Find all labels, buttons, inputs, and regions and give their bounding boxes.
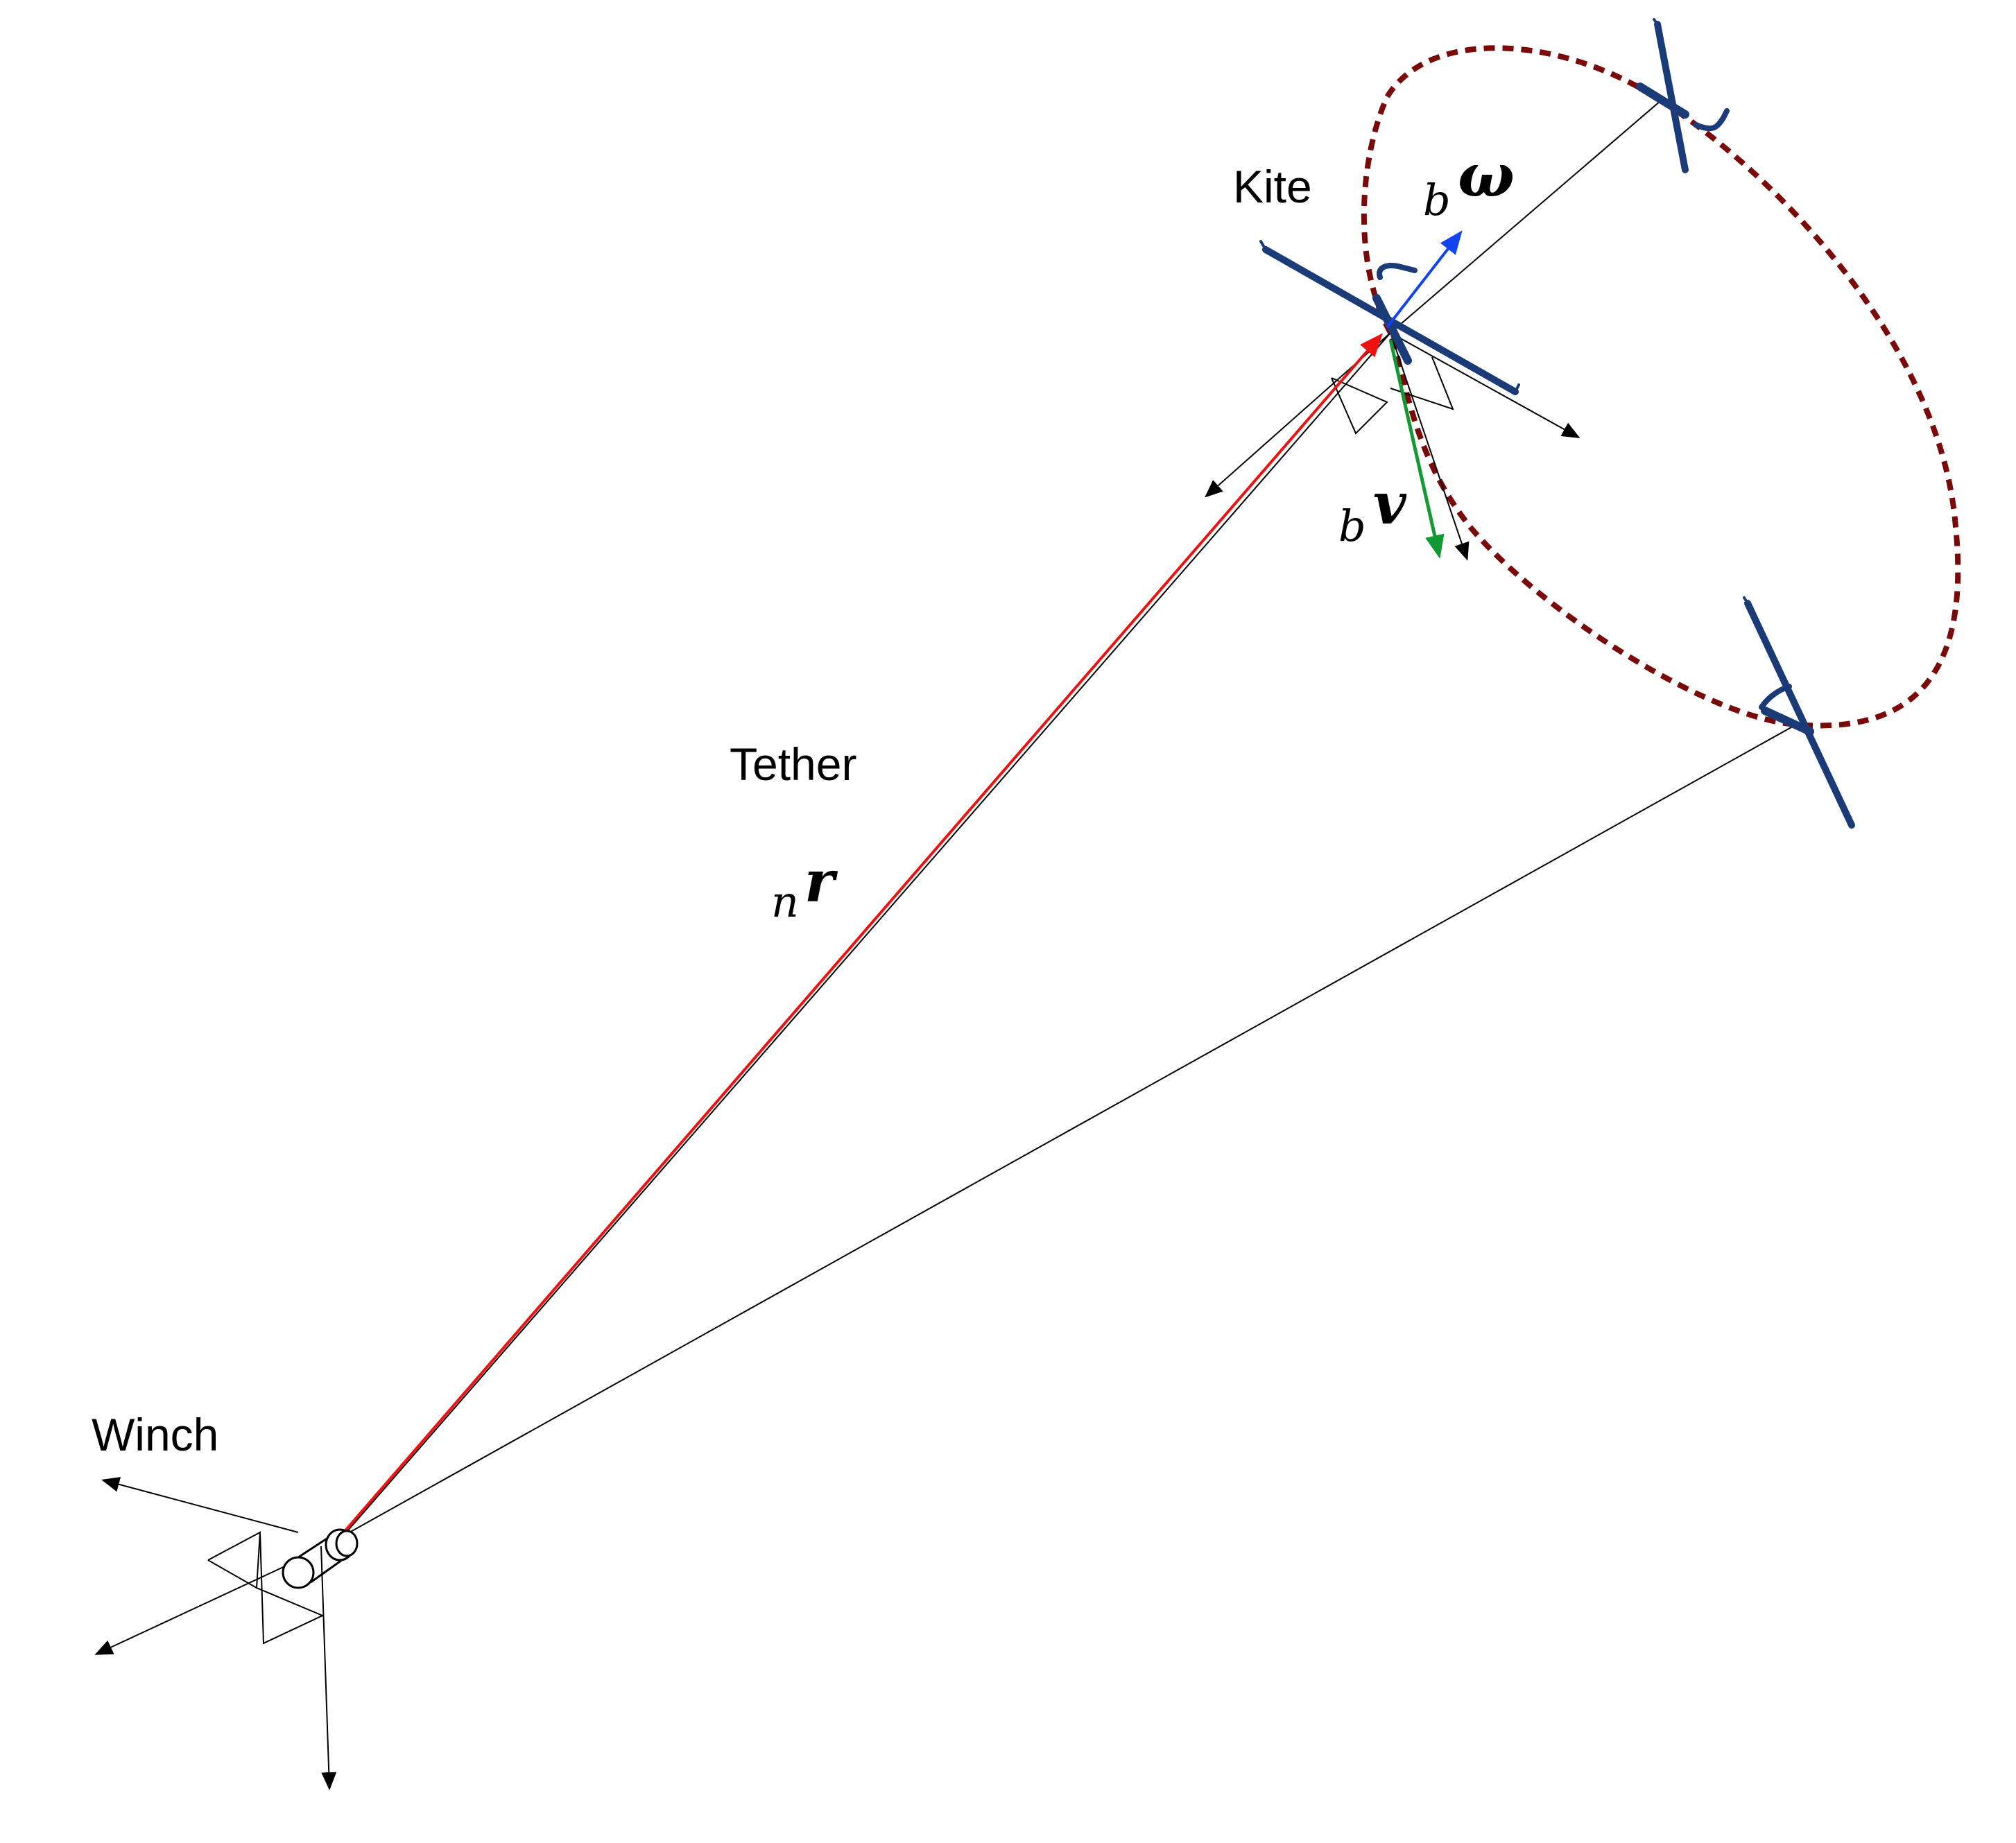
kite-frame-axis-1 <box>1390 332 1580 438</box>
velocity-vector-arrow <box>1388 339 1445 559</box>
svg-text:b: b <box>1423 175 1451 225</box>
svg-text:b: b <box>1338 501 1366 551</box>
kite-frame-axis-3 <box>1390 332 1470 561</box>
svg-text:v: v <box>1373 471 1407 537</box>
tether-line-to-kite-right <box>343 724 1797 1537</box>
kite-label: Kite <box>1233 161 1312 212</box>
kite-glider-top <box>1636 18 1730 173</box>
kite-frame-triangle-left <box>1331 377 1388 435</box>
winch-frame-triangle-back <box>207 1531 261 1589</box>
winch-label: Winch <box>92 1409 218 1460</box>
winch-frame-axis-1 <box>101 1477 299 1533</box>
kite-glider-bottom <box>1743 596 1855 829</box>
position-vector-label: n r <box>771 849 838 927</box>
angular-velocity-vector-arrow <box>1386 230 1463 329</box>
position-vector-arrow <box>331 333 1383 1546</box>
velocity-vector-label: b v <box>1338 471 1407 551</box>
winch-frame-triangle-front <box>256 1532 325 1645</box>
winch-frame-axis-3 <box>320 1546 337 1790</box>
winch-drum-inner <box>335 1530 359 1557</box>
kite-glider-main <box>1259 240 1520 395</box>
svg-text:ω: ω <box>1458 141 1515 211</box>
winch-frame-axis-2 <box>94 1559 299 1655</box>
tether-lines <box>343 100 1797 1537</box>
svg-text:r: r <box>804 849 838 915</box>
tether-line-to-kite <box>343 332 1391 1537</box>
tether-line-to-kite-top <box>1390 100 1662 334</box>
winch-drum <box>282 1528 359 1589</box>
winch-drum-end-near <box>282 1556 315 1589</box>
kite-trajectory-loop <box>1361 45 1961 729</box>
svg-text:n: n <box>771 876 799 927</box>
tether-label: Tether <box>730 738 856 790</box>
angular-velocity-vector-label: b ω <box>1423 141 1515 225</box>
winch-frame <box>94 1477 337 1790</box>
